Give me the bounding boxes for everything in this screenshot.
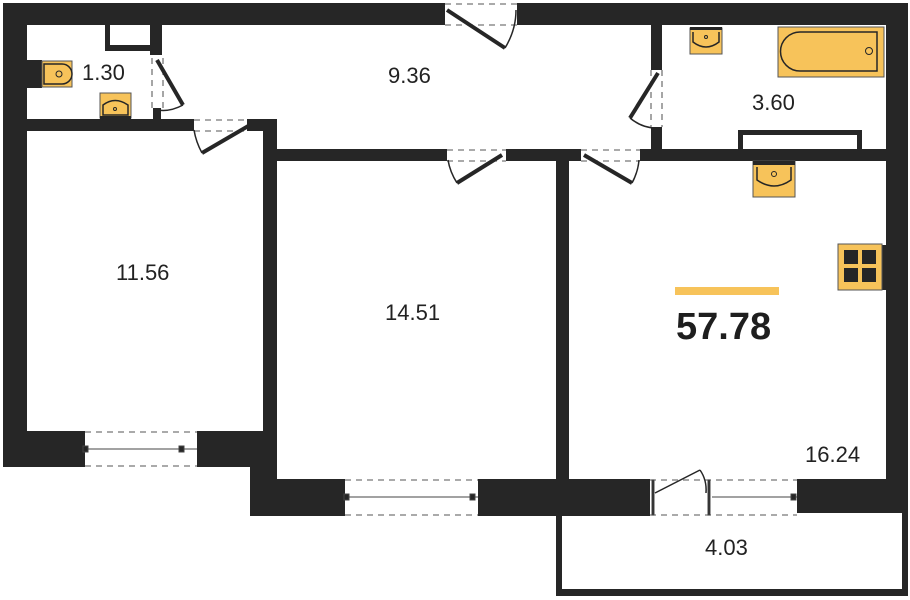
door-swings (157, 9, 707, 494)
doors (155, 8, 660, 185)
window-panes (82, 445, 797, 516)
window-openings (85, 3, 797, 516)
total-area: 57.78 (676, 306, 772, 348)
room-area-bathroom: 3.60 (752, 90, 795, 115)
room-area-toilet: 1.30 (82, 60, 125, 85)
room-area-bedroom-middle: 14.51 (385, 300, 441, 325)
room-area-hallway: 9.36 (388, 63, 431, 88)
room-area-balcony: 4.03 (705, 535, 748, 560)
total-area-accent-bar (675, 287, 779, 295)
walls (3, 3, 908, 596)
room-area-bedroom-left: 11.56 (116, 260, 170, 285)
room-area-kitchen-living: 16.24 (805, 442, 861, 467)
fixtures (41, 26, 885, 291)
